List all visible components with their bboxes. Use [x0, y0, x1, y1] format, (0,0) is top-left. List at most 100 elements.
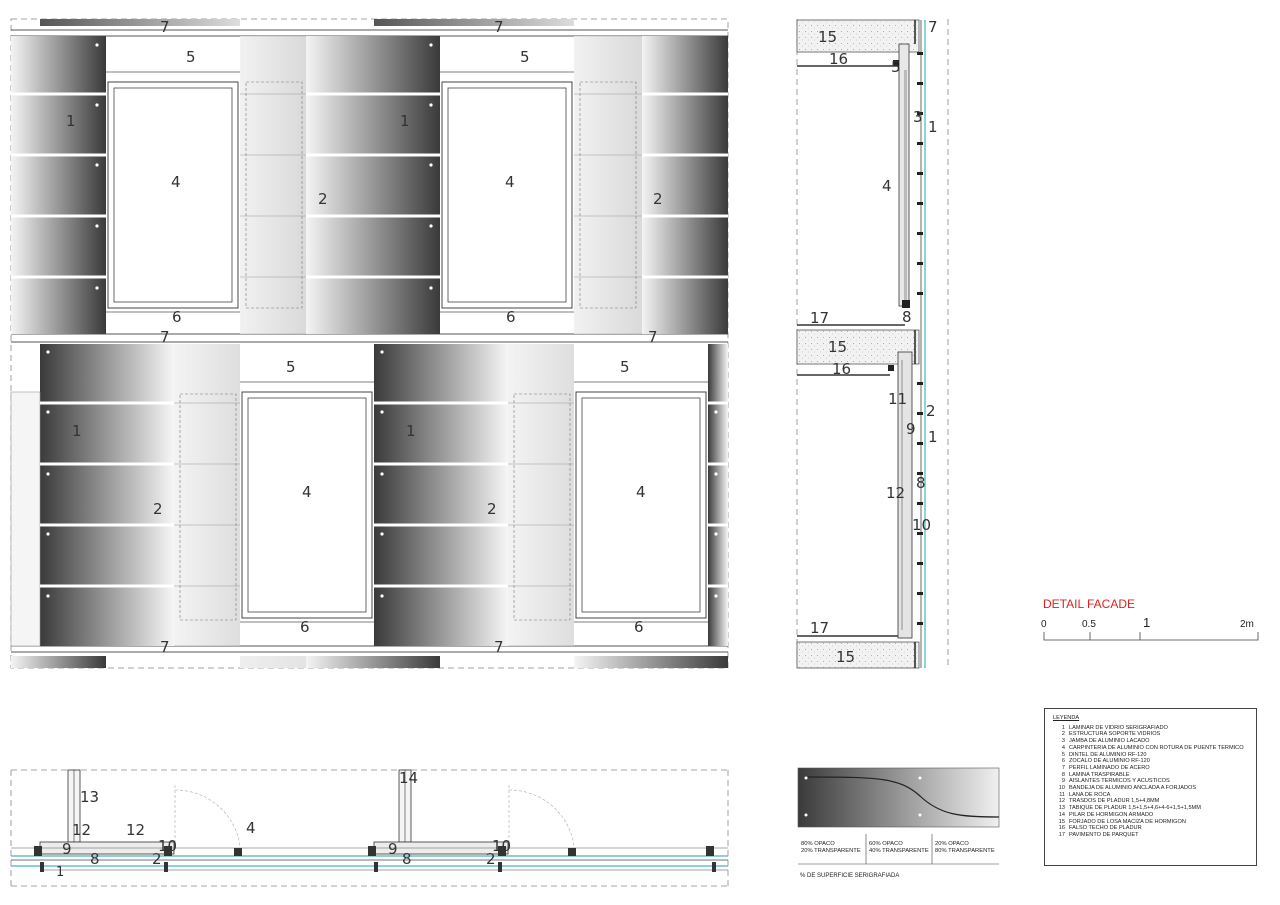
legend-item-text: LANA DE ROCA: [1069, 791, 1111, 798]
label-6: 6: [634, 618, 644, 636]
label-5: 5: [891, 58, 901, 76]
swatch-label-line: 80% TRANSPARENTE: [935, 848, 995, 854]
legend-item-number: 7: [1061, 764, 1065, 771]
legend-item-number: 6: [1061, 758, 1065, 765]
swatch-label-20: 20% OPACO 80% TRANSPARENTE: [935, 841, 995, 855]
label-12: 12: [886, 484, 905, 502]
label-6: 6: [300, 618, 310, 636]
label-13: 13: [80, 788, 99, 806]
label-11: 11: [888, 390, 907, 408]
legend-item-text: ZOCALO DE ALUMINIO RF-120: [1069, 758, 1150, 765]
legend-item-text: FORJADO DE LOSA MACIZA DE HORMIGON: [1069, 818, 1186, 825]
label-14: 14: [399, 769, 418, 787]
legend-item-number: 5: [1061, 751, 1065, 758]
serigraphy-note: % DE SUPERFICIE SERIGRAFIADA: [800, 873, 900, 879]
legend-item-number: 3: [1061, 738, 1065, 745]
plan-view: 13 14 12 12 4 9 10 8 2 1 9 10 8 2: [10, 769, 729, 887]
label-1: 1: [928, 118, 938, 136]
legend-item-text: LAMINA TRASPIRABLE: [1069, 771, 1130, 778]
label-1: 1: [928, 428, 938, 446]
label-7: 7: [160, 328, 170, 346]
label-8: 8: [902, 308, 912, 326]
label-2: 2: [486, 850, 496, 868]
legend-item-text: TABIQUE DE PLADUR 1,5+1,5+4,6+4-6+1,5+1,…: [1069, 805, 1201, 812]
legend-item: 12 TRASDOS DE PLADUR 1,5+4,8MM: [1053, 798, 1248, 805]
label-1: 1: [400, 112, 410, 130]
legend-item: 15 FORJADO DE LOSA MACIZA DE HORMIGON: [1053, 819, 1248, 826]
serigraphy-swatch: [797, 767, 1000, 865]
scale-label-1: 1: [1143, 615, 1151, 630]
legend-item-number: 8: [1061, 771, 1065, 778]
label-5: 5: [520, 48, 530, 66]
label-6: 6: [172, 308, 182, 326]
swatch-label-line: 20% TRANSPARENTE: [801, 848, 861, 854]
legend-item: 8 LAMINA TRASPIRABLE: [1053, 772, 1248, 779]
label-4: 4: [505, 173, 515, 191]
legend-item-number: 12: [1058, 798, 1065, 805]
label-10: 10: [912, 516, 931, 534]
scale-label-05: 0.5: [1082, 619, 1096, 630]
legend-item-text: FALSO TECHO DE PLADUR: [1069, 825, 1142, 832]
legend-item-number: 15: [1058, 818, 1065, 825]
label-12: 12: [72, 821, 91, 839]
legend-item-text: ESTRUCTURA SOPORTE VIDRIOS: [1069, 731, 1161, 738]
legend-item-text: PILAR DE HORMIGON ARMADO: [1069, 811, 1154, 818]
legend-item-text: LAMINAR DE VIDRIO SERIGRAFIADO: [1069, 724, 1168, 731]
legend-item-number: 10: [1058, 785, 1065, 792]
legend-item-number: 11: [1059, 791, 1065, 798]
label-4: 4: [302, 483, 312, 501]
legend-item-number: 2: [1061, 731, 1065, 738]
label-7: 7: [494, 18, 504, 36]
scale-bar: [1043, 632, 1259, 641]
label-15: 15: [828, 338, 847, 356]
label-9: 9: [62, 840, 72, 858]
label-7: 7: [494, 638, 504, 656]
label-5: 5: [186, 48, 196, 66]
swatch-label-line: 20% OPACO: [935, 841, 969, 847]
legend-item-text: CARPINTERIA DE ALUMINIO CON ROTURA DE PU…: [1069, 744, 1244, 751]
label-4: 4: [246, 819, 256, 837]
plan-labels: 13 14 12 12 4 9 10 8 2 1 9 10 8 2: [56, 769, 511, 880]
legend-item-number: 13: [1058, 805, 1065, 812]
scale-label-2m: 2m: [1240, 619, 1254, 630]
section-labels: 7 15 16 5 3 1 4 17 8 15 16 11 2 9 1 8 12…: [810, 18, 938, 666]
label-15: 15: [818, 28, 837, 46]
legend-item-number: 17: [1058, 831, 1065, 838]
legend-item-number: 16: [1058, 825, 1065, 832]
label-17: 17: [810, 619, 829, 637]
label-2: 2: [926, 402, 936, 420]
label-1: 1: [66, 112, 76, 130]
label-7: 7: [648, 328, 658, 346]
legend-item: 11 LANA DE ROCA: [1053, 792, 1248, 799]
label-7: 7: [928, 18, 938, 36]
label-4: 4: [636, 483, 646, 501]
legend-item-text: TRASDOS DE PLADUR 1,5+4,8MM: [1069, 798, 1160, 805]
label-17: 17: [810, 309, 829, 327]
legend-item: 17 PAVIMENTO DE PARQUET: [1053, 832, 1248, 839]
label-12: 12: [126, 821, 145, 839]
legend-item-number: 9: [1061, 778, 1065, 785]
label-7: 7: [160, 638, 170, 656]
swatch-label-line: 80% OPACO: [801, 841, 835, 847]
label-2: 2: [487, 500, 497, 518]
legend-item-text: JAMBA DE ALUMINIO LACADO: [1069, 738, 1150, 745]
elevation-view: 7 7 5 5 1 1 4 4 2 2 6 6 7 7 5 5 1 1 4 4 …: [10, 18, 729, 669]
label-1: 1: [406, 422, 416, 440]
legend-item: 3 JAMBA DE ALUMINIO LACADO: [1053, 738, 1248, 745]
swatch-label-line: 40% TRANSPARENTE: [869, 848, 929, 854]
legend-item-text: PAVIMENTO DE PARQUET: [1069, 831, 1139, 838]
label-5: 5: [620, 358, 630, 376]
label-7: 7: [160, 18, 170, 36]
section-view: 7 15 16 5 3 1 4 17 8 15 16 11 2 9 1 8 12…: [796, 18, 949, 669]
label-2: 2: [653, 190, 663, 208]
label-6: 6: [506, 308, 516, 326]
label-9: 9: [388, 840, 398, 858]
legend-item-number: 14: [1058, 811, 1065, 818]
